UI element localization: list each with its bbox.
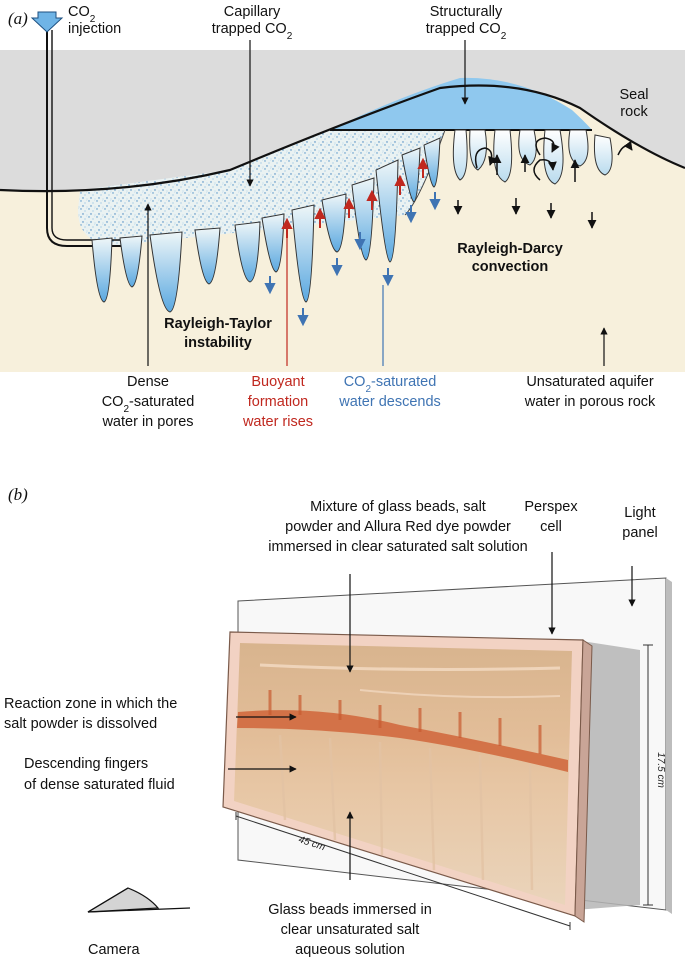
- beads-label: Glass beads immersed in: [268, 902, 432, 918]
- seal-boundary: [0, 84, 685, 193]
- rt-label-2: instability: [184, 335, 252, 351]
- capillary-label: Capillary: [224, 4, 281, 20]
- structural-label-2: trapped CO2: [426, 21, 507, 42]
- well-inner: [51, 30, 125, 241]
- reaction-label-2: salt powder is dissolved: [4, 716, 157, 732]
- camera-label: Camera: [88, 942, 141, 958]
- seal-label: Seal: [619, 87, 648, 103]
- beads-label-2: clear unsaturated salt: [281, 922, 420, 938]
- perspex-label: Perspex: [524, 499, 578, 515]
- light-label-2: panel: [622, 525, 657, 541]
- injection-label: CO2: [68, 4, 96, 25]
- injection-arrow-icon: [30, 11, 64, 33]
- descending-fingers: [278, 734, 534, 891]
- buoyant-label-3: water rises: [242, 414, 313, 430]
- dense-label-3: water in pores: [101, 414, 193, 430]
- unsat-label: Unsaturated aquifer: [526, 374, 654, 390]
- panel-a-leaders: [144, 40, 608, 366]
- panel-b: (b): [4, 485, 672, 958]
- seal-label-2: rock: [620, 104, 648, 120]
- height-dimension-label: 17.5 cm: [655, 752, 666, 788]
- light-panel-edge: [666, 578, 672, 914]
- panel-b-tag: (b): [8, 485, 28, 504]
- rd-circulation-arrows: [453, 137, 633, 229]
- rd-label: Rayleigh-Darcy: [457, 241, 563, 257]
- descends-label-2: water descends: [338, 394, 441, 410]
- perspex-frame-side: [574, 639, 593, 923]
- height-dimension: [643, 644, 653, 906]
- capillary-label-2: trapped CO2: [212, 21, 293, 42]
- buoyant-label: Buoyant: [251, 374, 304, 390]
- unsat-label-2: water in porous rock: [524, 394, 656, 410]
- camera-icon: [87, 887, 160, 913]
- mixture-label-3: immersed in clear saturated salt solutio…: [268, 539, 528, 555]
- panel-a-tag: (a): [8, 9, 28, 28]
- descends-label: CO2-saturated: [344, 374, 437, 395]
- well-outer: [46, 30, 125, 247]
- panel-b-leaders: [228, 552, 636, 880]
- descend-arrows: [264, 192, 441, 327]
- beads-label-3: aqueous solution: [295, 942, 405, 958]
- structural-label: Structurally: [430, 4, 503, 20]
- capillary-plume: [78, 130, 445, 246]
- panel-a: (a) CO2 injection Capillary trapped CO2 …: [0, 4, 685, 430]
- mixture-label: Mixture of glass beads, salt: [310, 499, 486, 515]
- injection-label-2: injection: [68, 21, 121, 37]
- rd-label-2: convection: [472, 259, 549, 275]
- buoyant-label-2: formation: [248, 394, 308, 410]
- mixture-label-2: powder and Allura Red dye powder: [285, 519, 511, 535]
- light-label: Light: [624, 505, 655, 521]
- cell-contents: [234, 643, 572, 905]
- perspex-label-2: cell: [540, 519, 562, 535]
- reaction-label: Reaction zone in which the: [4, 696, 177, 712]
- reaction-streaks: [268, 690, 542, 754]
- fingers-label-2: of dense saturated fluid: [24, 777, 175, 793]
- width-dimension: [235, 812, 571, 930]
- rt-label: Rayleigh-Taylor: [164, 316, 272, 332]
- fingers-label: Descending fingers: [24, 756, 148, 772]
- reaction-zone: [237, 710, 568, 772]
- cell-shadow: [575, 640, 640, 910]
- rd-plumes: [452, 129, 613, 185]
- dense-label: Dense: [127, 374, 169, 390]
- rt-fingers: [91, 137, 441, 313]
- dense-label-2: CO2-saturated: [102, 394, 195, 415]
